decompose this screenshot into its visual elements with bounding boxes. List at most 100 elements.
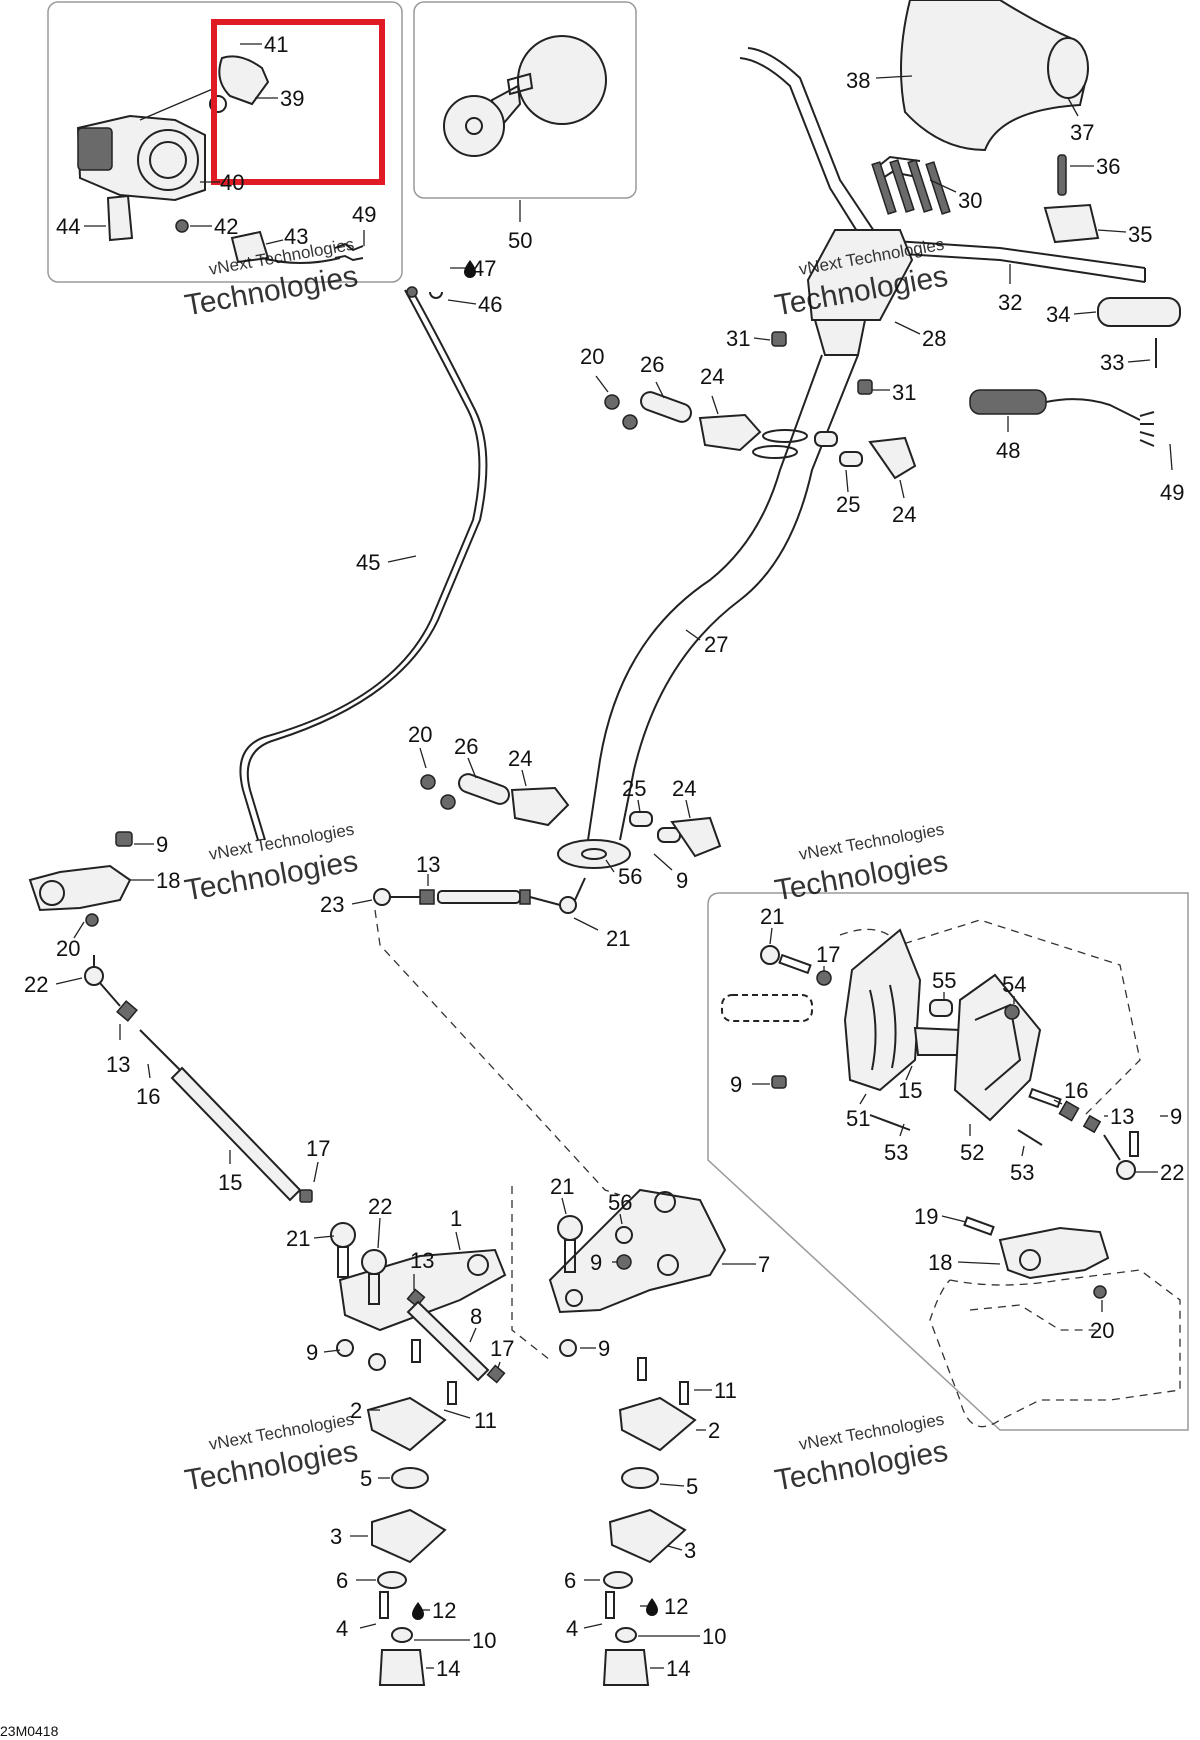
callout-23: 23 [320, 892, 344, 917]
callout-13-left-arm: 13 [410, 1248, 434, 1273]
callout-27: 27 [704, 632, 728, 657]
callout-2-right: 2 [708, 1418, 720, 1443]
callout-25-upper: 25 [836, 492, 860, 517]
callout-21-upper: 21 [606, 926, 630, 951]
drop-icon-12-right [646, 1598, 658, 1616]
callout-13-upper: 13 [416, 852, 440, 877]
callout-15-inset: 15 [898, 1078, 922, 1103]
callout-26-lower: 26 [454, 734, 478, 759]
callout-16-inset: 16 [1064, 1078, 1088, 1103]
callout-32: 32 [998, 290, 1022, 315]
callout-41: 41 [264, 32, 288, 57]
callout-12-left: 12 [432, 1598, 456, 1623]
cable-group [239, 286, 488, 841]
callout-40: 40 [220, 170, 244, 195]
callout-13-inset: 13 [1110, 1104, 1134, 1129]
callout-55: 55 [932, 968, 956, 993]
callout-36: 36 [1096, 154, 1120, 179]
handlebar-group [587, 0, 1181, 841]
callout-12-right: 12 [664, 1594, 688, 1619]
callout-10-left: 10 [472, 1628, 496, 1653]
callout-31-lower: 31 [892, 380, 916, 405]
drop-icon-47 [464, 260, 476, 278]
callout-24-upper-a: 24 [700, 364, 724, 389]
callout-45: 45 [356, 550, 380, 575]
steering-support-group [721, 919, 1181, 1428]
callout-20-inset: 20 [1090, 1318, 1114, 1343]
callout-14-right: 14 [666, 1656, 690, 1681]
callout-labels: 41 39 40 44 42 43 49 50 47 46 45 38 37 3… [24, 32, 1184, 1681]
callout-22-left: 22 [24, 972, 48, 997]
callout-7: 7 [758, 1252, 770, 1277]
callout-38: 38 [846, 68, 870, 93]
callout-17-inset: 17 [816, 942, 840, 967]
callout-19: 19 [914, 1204, 938, 1229]
callout-9-inset-left: 9 [730, 1072, 742, 1097]
callout-2-left: 2 [350, 1398, 362, 1423]
callout-54: 54 [1002, 972, 1026, 997]
callout-31-upper: 31 [726, 326, 750, 351]
callout-16-left: 16 [136, 1084, 160, 1109]
callout-48: 48 [996, 438, 1020, 463]
dashed-link-2 [511, 1186, 551, 1361]
throttle-housing-group [76, 55, 364, 264]
drop-icon-12-left [412, 1602, 424, 1620]
callout-30: 30 [958, 188, 982, 213]
callout-47: 47 [472, 256, 496, 281]
right-steering-arm-assembly [548, 1188, 727, 1686]
callout-3-left: 3 [330, 1524, 342, 1549]
callout-8: 8 [470, 1304, 482, 1329]
callout-50: 50 [508, 228, 532, 253]
upper-tie-rod [373, 877, 586, 914]
callout-39: 39 [280, 86, 304, 111]
callout-4-right: 4 [566, 1616, 578, 1641]
callout-9-right-arm-a: 9 [590, 1250, 602, 1275]
callout-44: 44 [56, 214, 80, 239]
callout-28: 28 [922, 326, 946, 351]
callout-3-right: 3 [684, 1538, 696, 1563]
callout-21-left-arm: 21 [286, 1226, 310, 1251]
callout-49-right: 49 [1160, 480, 1184, 505]
callout-6-right: 6 [564, 1568, 576, 1593]
horn-group [443, 35, 607, 157]
callout-15-left: 15 [218, 1170, 242, 1195]
callout-20-lower: 20 [408, 722, 432, 747]
inset-frame-steering-support [707, 892, 1189, 1431]
callout-25-lower: 25 [622, 776, 646, 801]
callout-11-right: 11 [714, 1378, 737, 1403]
callout-24-lower-b: 24 [672, 776, 696, 801]
callout-56-upper: 56 [618, 864, 642, 889]
callout-5-left: 5 [360, 1466, 372, 1491]
lower-bushing-set [420, 773, 722, 869]
callout-24-upper-b: 24 [892, 502, 916, 527]
callout-4-left: 4 [336, 1616, 348, 1641]
callout-52: 52 [960, 1140, 984, 1165]
left-tie-rod [28, 831, 313, 1203]
callout-9-right-arm-b: 9 [598, 1336, 610, 1361]
inset-frame-horn [413, 1, 637, 199]
callout-35: 35 [1128, 222, 1152, 247]
callout-13-left: 13 [106, 1052, 130, 1077]
callout-21-right-arm: 21 [550, 1174, 574, 1199]
callout-11-left: 11 [474, 1408, 497, 1433]
callout-42: 42 [214, 214, 238, 239]
dashed-link-1 [374, 909, 621, 1196]
reference-code: 23M0418 [0, 1723, 59, 1739]
callout-9-left-arm: 9 [306, 1340, 318, 1365]
callout-20-left: 20 [56, 936, 80, 961]
callout-49-left: 49 [352, 202, 376, 227]
callout-9-upper-mid: 9 [676, 868, 688, 893]
highlight-box [211, 19, 385, 185]
callout-53-right: 53 [1010, 1160, 1034, 1185]
callout-10-right: 10 [702, 1624, 726, 1649]
callout-17-left: 17 [306, 1136, 330, 1161]
callout-18-inset: 18 [928, 1250, 952, 1275]
callout-33: 33 [1100, 350, 1124, 375]
inset-frame-throttle [47, 1, 403, 283]
callout-22-inset: 22 [1160, 1160, 1184, 1185]
callout-37: 37 [1070, 120, 1094, 145]
callout-34: 34 [1046, 302, 1070, 327]
left-steering-arm-assembly [330, 1222, 507, 1686]
callout-14-left: 14 [436, 1656, 460, 1681]
